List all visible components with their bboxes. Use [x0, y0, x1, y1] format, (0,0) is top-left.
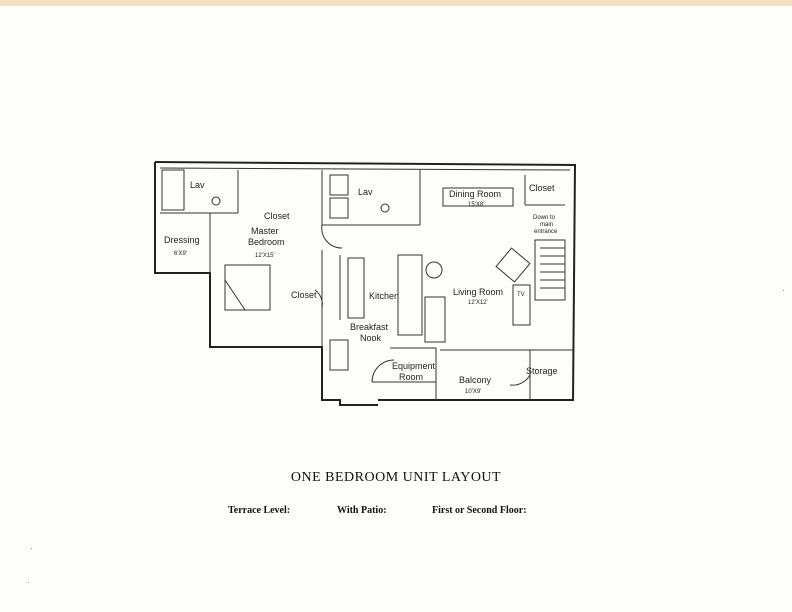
living-room-label: Living Room	[453, 287, 503, 297]
scan-speck	[783, 290, 784, 291]
closet-kitchen-label: Closet	[291, 290, 317, 300]
balcony-label: Balcony	[459, 375, 492, 385]
scan-speck	[31, 548, 32, 549]
page-title: ONE BEDROOM UNIT LAYOUT	[290, 470, 502, 485]
master-bedroom-dims: 12'X15'	[255, 253, 275, 259]
storage-label: Storage	[526, 366, 558, 376]
page-top-edge	[0, 0, 792, 6]
master-bedroom-line1: Master	[251, 226, 279, 236]
master-bedroom-line2: Bedroom	[248, 237, 285, 247]
closet-master-label: Closet	[264, 211, 290, 221]
dining-room-label: Dining Room	[449, 189, 501, 199]
equipment-room-line2: Room	[399, 372, 423, 382]
breakfast-nook-line1: Breakfast	[350, 322, 389, 332]
with-patio-label: With Patio:	[337, 505, 387, 516]
scan-speck	[28, 582, 29, 583]
equipment-room-line1: Equipment	[392, 361, 436, 371]
living-room-dims: 12'X12'	[468, 300, 488, 306]
dining-room-dims: 15'X8'	[468, 202, 484, 208]
kitchen-label: Kitchen	[369, 291, 399, 301]
lav-2-label: Lav	[358, 187, 373, 197]
entrance-note-line3: entrance	[534, 229, 558, 235]
interior-walls	[159, 167, 573, 400]
entrance-note-line2: main	[540, 222, 553, 228]
first-or-second-floor-label: First or Second Floor:	[432, 505, 527, 516]
terrace-level-label: Terrace Level:	[228, 505, 291, 516]
breakfast-nook-line2: Nook	[360, 333, 382, 343]
dressing-label: Dressing	[164, 235, 200, 245]
dressing-dims: 6'X9'	[174, 251, 187, 257]
tv-label: TV	[517, 292, 525, 298]
exterior-walls	[154, 161, 577, 406]
lav-1-label: Lav	[190, 180, 205, 190]
entrance-note-line1: Down to	[533, 215, 556, 221]
closet-dining-label: Closet	[529, 183, 555, 193]
balcony-dims: 10'X9'	[465, 389, 481, 395]
